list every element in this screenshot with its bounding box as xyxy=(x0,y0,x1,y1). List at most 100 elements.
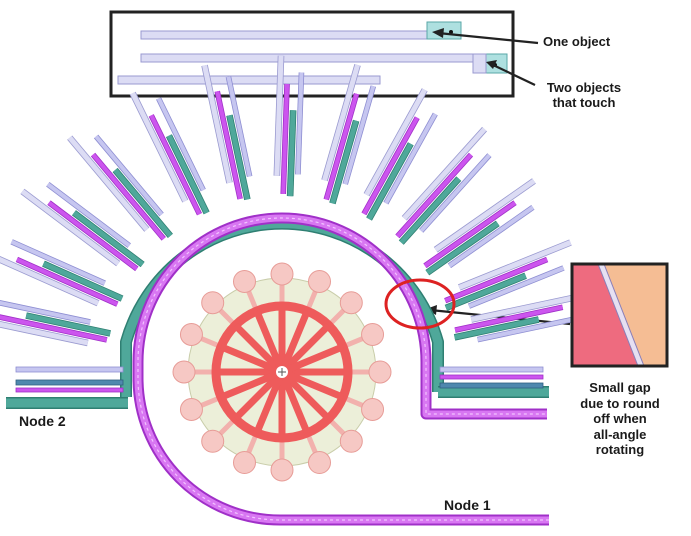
fan-trace xyxy=(343,85,376,185)
magenta-arc-band xyxy=(132,212,549,526)
central-wheel xyxy=(172,262,392,482)
label-two-objects-line2: that touch xyxy=(552,95,616,110)
fan-trace xyxy=(202,64,232,184)
fan-trace xyxy=(67,136,149,232)
fan-trace xyxy=(384,113,438,205)
fan-trace xyxy=(130,92,188,203)
label-gap-line1: Small gap xyxy=(589,380,651,395)
label-two-objects-line1: Two objects xyxy=(546,80,622,95)
fan-bundle-6 xyxy=(201,64,253,201)
fan-trace xyxy=(226,76,252,177)
fan-trace xyxy=(10,239,106,286)
wheel-pad xyxy=(339,291,363,315)
wheel-pad xyxy=(339,429,363,453)
label-gap-line5: rotating xyxy=(595,442,645,457)
wheel-pad xyxy=(201,291,225,315)
wheel-pad xyxy=(368,360,392,384)
wheel-pad xyxy=(232,451,256,475)
fan-bundle-5 xyxy=(129,91,210,216)
fan-bundle-10 xyxy=(395,126,492,245)
label-gap-line2: due to round xyxy=(580,395,660,411)
wheel-pad xyxy=(232,269,256,293)
fan-bundle-1 xyxy=(0,299,111,347)
fan-trace xyxy=(362,116,420,215)
fan-bundle-11 xyxy=(423,178,536,276)
fan-trace xyxy=(444,273,527,311)
radial-trace-fan xyxy=(0,55,590,347)
fan-trace xyxy=(287,110,296,197)
fan-bundle-2 xyxy=(0,239,124,307)
fan-trace xyxy=(156,97,206,191)
fan-trace xyxy=(399,176,461,245)
fan-trace xyxy=(423,201,517,268)
fan-bundle-9 xyxy=(361,88,438,221)
fan-trace xyxy=(16,257,119,306)
fan-bundle-12 xyxy=(444,239,572,311)
fan-trace xyxy=(113,168,173,238)
wheel-pad xyxy=(308,269,332,293)
example-pad-1 xyxy=(426,21,462,40)
arrow-one-object xyxy=(437,31,539,45)
example-trace-3 xyxy=(117,75,381,85)
label-two-objects: Two objects that touch xyxy=(536,80,632,110)
zoom-pink-region xyxy=(572,264,638,366)
arrow-two-objects xyxy=(490,63,536,86)
fan-trace xyxy=(395,153,473,238)
label-one-object: One object xyxy=(543,34,611,49)
wheel-pad xyxy=(179,322,203,346)
fan-trace xyxy=(0,315,108,342)
wheel-pad xyxy=(172,360,196,384)
leg-stubs xyxy=(15,366,544,393)
wheel-pad xyxy=(270,262,294,286)
label-gap-line3: off when xyxy=(593,411,647,426)
fan-trace xyxy=(454,317,540,340)
example-pad-1-dot xyxy=(449,30,453,34)
wheel-pad xyxy=(270,458,294,482)
fan-bundle-7 xyxy=(273,55,305,197)
wheel-pad xyxy=(361,398,385,422)
fan-trace xyxy=(425,221,500,275)
fan-trace xyxy=(448,205,535,268)
fan-trace xyxy=(274,55,284,176)
fan-trace xyxy=(0,300,91,324)
wheel-pad xyxy=(179,398,203,422)
fan-bundle-3 xyxy=(20,182,145,272)
fan-trace xyxy=(91,153,166,241)
zoom-gap-sliver xyxy=(598,264,644,366)
fan-trace xyxy=(215,90,243,200)
fan-trace xyxy=(0,321,89,346)
label-node-2: Node 2 xyxy=(19,413,66,429)
fan-trace xyxy=(470,292,590,322)
fan-trace xyxy=(434,178,536,252)
fan-trace xyxy=(166,134,209,215)
example-trace-2-tail xyxy=(472,53,487,74)
fan-trace xyxy=(468,266,565,309)
label-node-1: Node 1 xyxy=(444,497,491,513)
fan-trace xyxy=(72,210,145,267)
fan-trace xyxy=(366,142,413,221)
zoom-frame xyxy=(570,262,669,368)
wheel-pad xyxy=(201,429,225,453)
fan-trace xyxy=(364,88,427,196)
fan-bundle-4 xyxy=(67,134,173,241)
fan-trace xyxy=(295,72,304,175)
fan-trace xyxy=(149,114,202,216)
fan-trace xyxy=(324,93,359,201)
example-trace-2 xyxy=(140,53,487,63)
fan-trace xyxy=(454,305,564,333)
fan-trace xyxy=(0,256,100,306)
label-gap-line4: all-angle xyxy=(593,426,647,442)
label-small-gap: Small gap due to round off when all-angl… xyxy=(566,380,674,458)
fan-trace xyxy=(94,135,164,216)
fan-trace xyxy=(330,120,359,205)
example-inset xyxy=(109,10,515,98)
fan-bundle-8 xyxy=(321,64,377,205)
fan-trace xyxy=(419,153,491,233)
example-trace-1 xyxy=(140,30,442,40)
fan-trace xyxy=(46,182,131,248)
fan-trace xyxy=(477,316,578,342)
fan-bundle-13 xyxy=(453,291,590,343)
fan-trace xyxy=(20,189,120,266)
fan-trace xyxy=(444,257,548,303)
